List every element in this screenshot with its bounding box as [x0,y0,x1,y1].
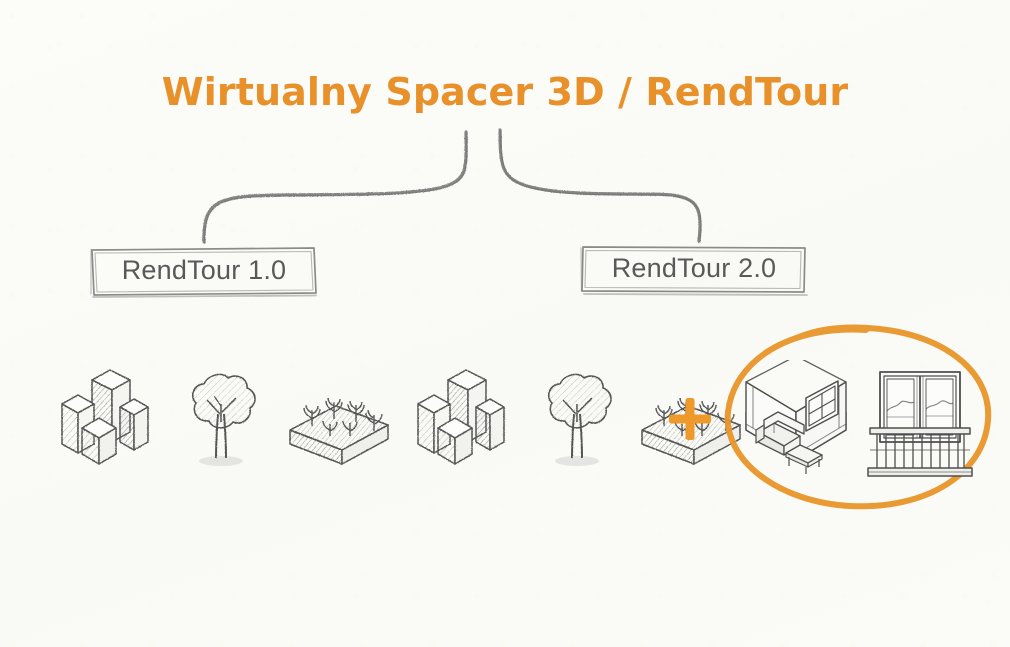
buildings-blocks-icon [52,362,156,470]
tree-icon [530,362,624,470]
page-title: Wirtualny Spacer 3D / RendTour [161,70,849,114]
balcony-icon [864,364,976,484]
icon-row-rendtour-1 [52,362,394,470]
plus-operator-icon [667,396,713,442]
sketch-box-outline [90,247,317,298]
sketch-box-outline [580,246,808,296]
highlight-icon-row [734,360,976,484]
garden-bed-icon [282,362,394,470]
buildings-blocks-icon [408,362,512,470]
highlight-group-new-features [718,316,996,516]
node-rendtour-2[interactable]: RendTour 2.0 [578,241,810,297]
tree-icon [174,362,268,470]
node-rendtour-1[interactable]: RendTour 1.0 [88,243,320,299]
node-rendtour-2-label: RendTour 2.0 [611,252,777,283]
room-interior-icon [734,360,858,484]
node-rendtour-1-label: RendTour 1.0 [121,254,287,285]
